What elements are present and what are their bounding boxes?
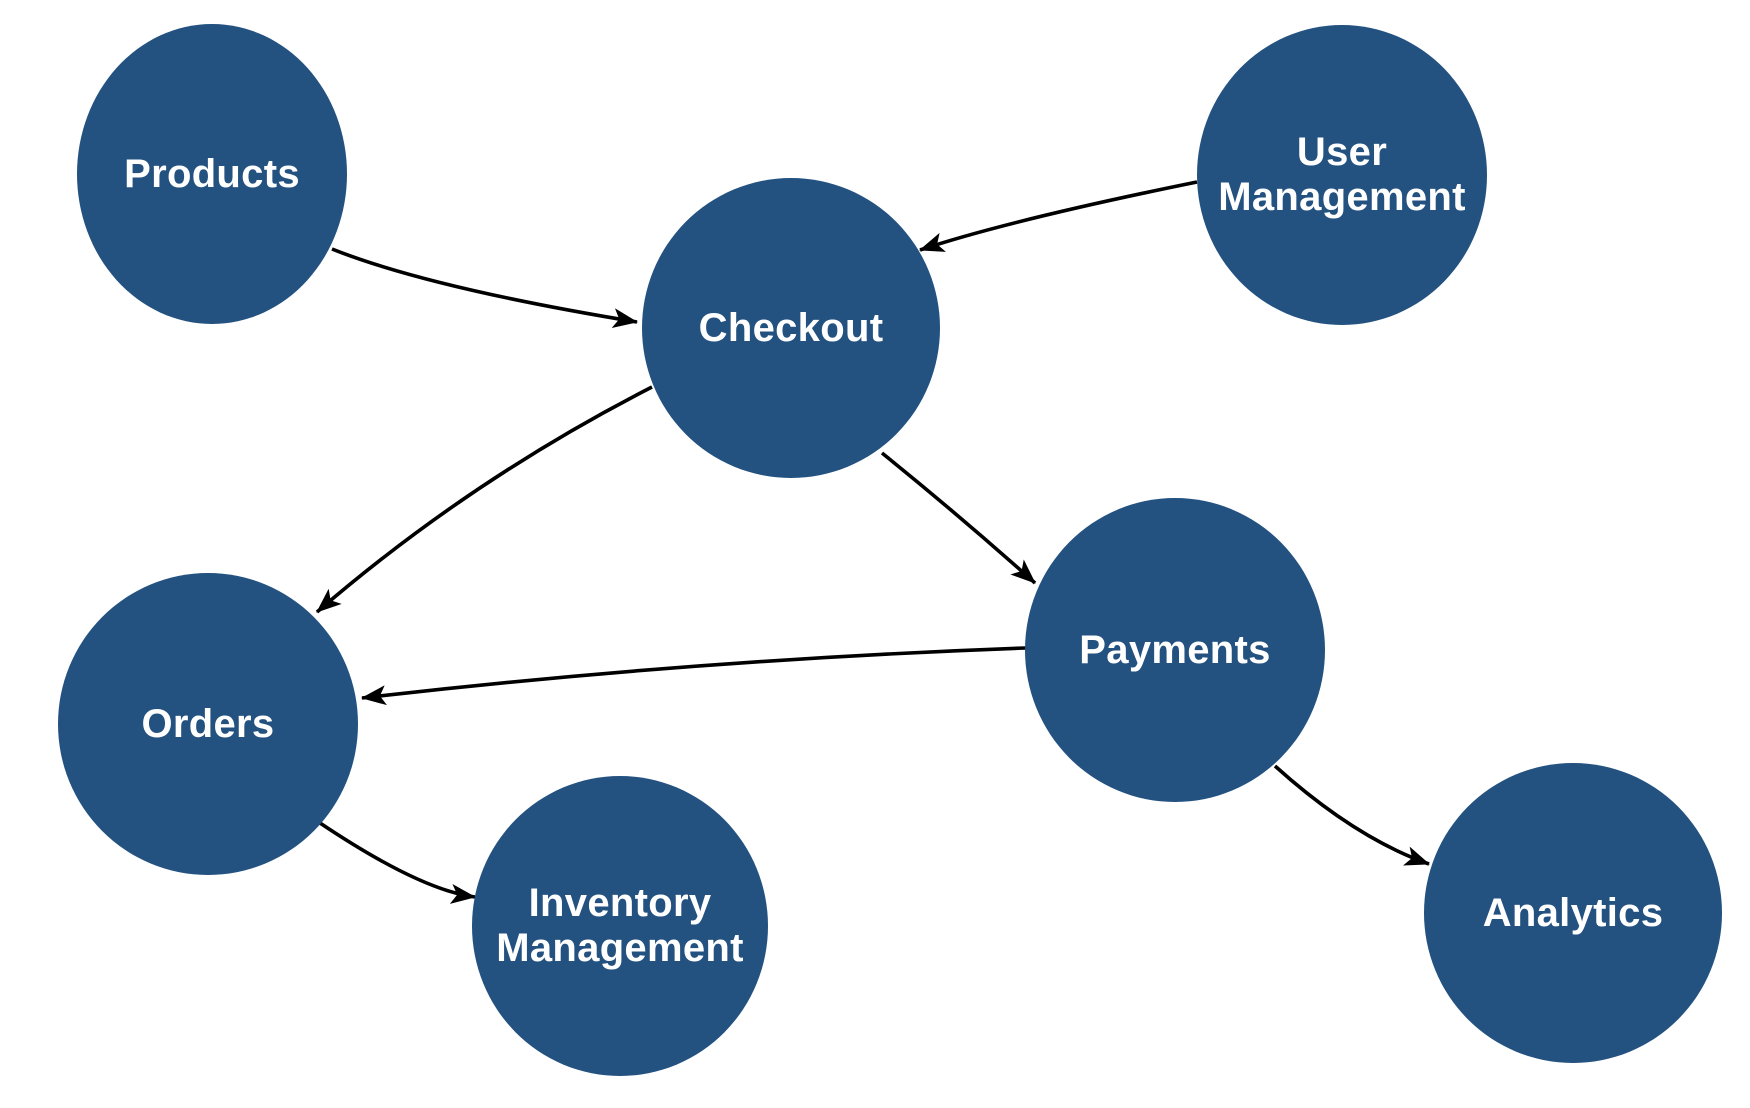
node-label-analytics: Analytics [1482,890,1664,935]
node-analytics[interactable]: Analytics [1424,763,1722,1063]
edge-user-management-to-checkout[interactable] [919,180,1198,252]
edge-checkout-to-payments[interactable] [880,451,1037,585]
edge-products-to-checkout[interactable] [331,247,638,328]
node-checkout[interactable]: Checkout [642,178,940,478]
edge-payments-to-orders[interactable] [361,646,1027,706]
node-label-products: Products [124,151,300,196]
node-label-checkout: Checkout [698,305,884,350]
node-label-orders: Orders [141,701,275,746]
node-orders[interactable]: Orders [58,573,358,875]
node-inventory-management[interactable]: Inventory Management [472,776,768,1076]
edge-payments-to-analytics[interactable] [1273,764,1430,866]
node-payments[interactable]: Payments [1025,498,1325,802]
edge-orders-to-inventory-management[interactable] [318,821,476,904]
node-label-user-management: User Management [1218,130,1466,219]
node-user-management[interactable]: User Management [1197,25,1487,325]
edge-checkout-to-orders[interactable] [315,385,653,614]
node-label-payments: Payments [1079,627,1271,672]
node-label-inventory-management: Inventory Management [496,881,744,970]
node-products[interactable]: Products [77,24,347,324]
